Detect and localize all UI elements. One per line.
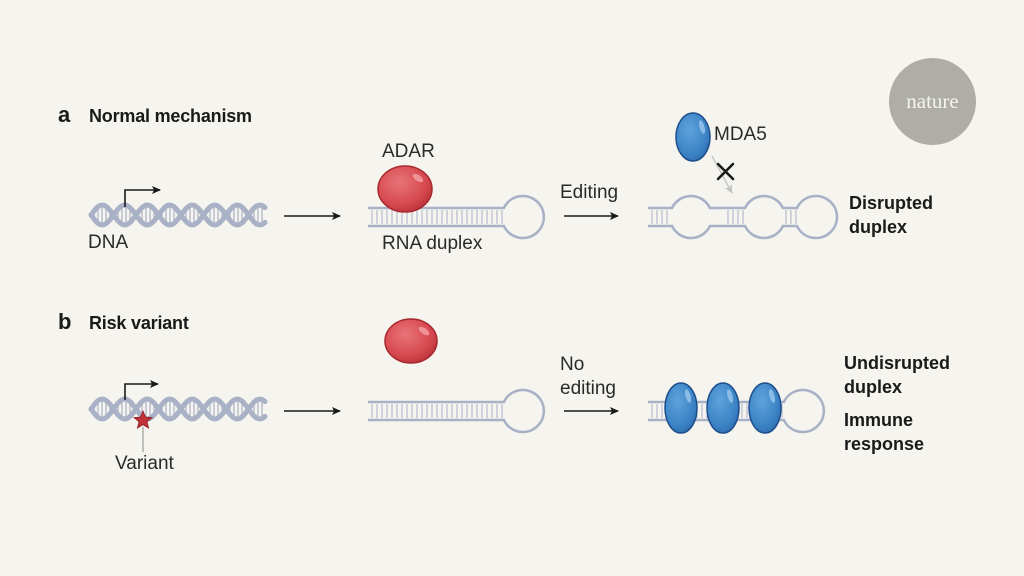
variant-star-icon	[132, 409, 154, 429]
mda5-label: MDA5	[714, 124, 767, 145]
outcome-line: response	[844, 434, 925, 454]
rna-strand	[648, 388, 826, 434]
outcome-line: duplex	[849, 217, 908, 237]
mda5-bound-group	[664, 382, 782, 434]
dna-strand	[88, 202, 268, 228]
adar-protein-unbound-icon	[384, 318, 438, 364]
editing-label: Editing	[560, 182, 619, 203]
panel-b-letter: b	[58, 309, 72, 334]
panel-b-title: Risk variant	[89, 313, 189, 333]
adar-protein-icon	[377, 165, 433, 213]
adar-label: ADAR	[382, 141, 435, 162]
transcription-start-arrow-b	[124, 380, 159, 400]
rna-strand	[368, 194, 546, 240]
no-editing-label: No editing	[560, 353, 616, 401]
outcome-line: Undisrupted	[844, 353, 950, 373]
outcome-line: Immune	[844, 410, 914, 430]
panel-a-letter: a	[58, 102, 71, 127]
outcome-immune-response: Immune response	[844, 408, 924, 456]
rna-strand	[648, 194, 839, 240]
mda5-protein-icon	[706, 382, 740, 434]
outcome-line: Disrupted	[849, 193, 934, 213]
rna-duplex-hairpin-b	[368, 388, 546, 434]
dna-helix-a	[88, 202, 268, 228]
dna-label: DNA	[88, 232, 129, 253]
dna-strand	[88, 396, 268, 422]
nature-logo: nature	[889, 58, 976, 145]
dna-strand	[88, 396, 268, 422]
dna-strand	[88, 202, 268, 228]
transcription-start-arrow-a	[124, 186, 161, 207]
mda5-protein-icon	[675, 112, 711, 162]
outcome-undisrupted-duplex: Undisrupted duplex	[844, 351, 950, 399]
mda5-protein-icon	[748, 382, 782, 434]
rna-duplex-hairpin-a	[368, 194, 546, 240]
dna-helix-b	[88, 396, 268, 422]
panel-a-title: Normal mechanism	[89, 106, 252, 126]
outcome-line: duplex	[844, 377, 903, 397]
rna-duplex-label: RNA duplex	[382, 233, 483, 254]
blocked-x-icon	[716, 162, 735, 181]
no-editing-line1: No	[560, 354, 585, 375]
variant-label: Variant	[115, 453, 174, 474]
disrupted-duplex	[648, 194, 839, 240]
no-editing-line2: editing	[560, 378, 616, 399]
mda5-protein-icon	[664, 382, 698, 434]
outcome-disrupted-duplex: Disrupted duplex	[849, 191, 933, 239]
rna-strand	[368, 388, 546, 434]
